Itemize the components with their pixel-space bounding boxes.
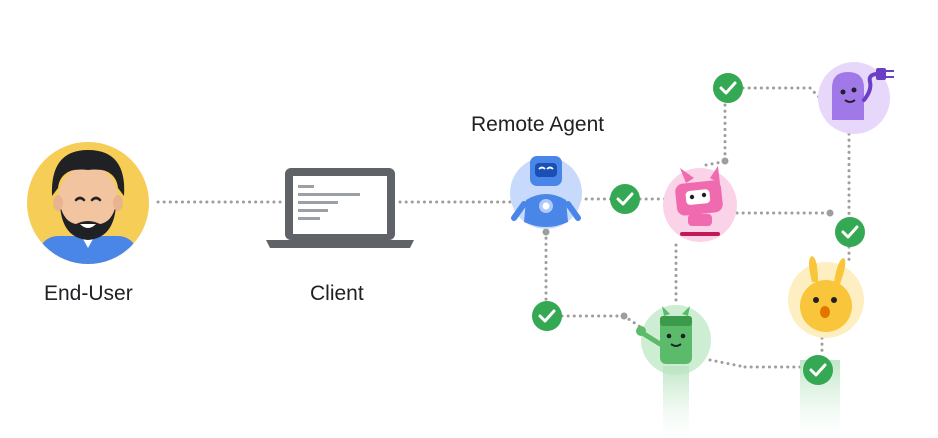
client-label: Client bbox=[310, 282, 364, 305]
green-agent-icon bbox=[636, 305, 711, 438]
connector-joints bbox=[542, 157, 834, 320]
connector-pink-up bbox=[704, 160, 724, 167]
check-icon bbox=[532, 301, 562, 331]
end-user-avatar bbox=[27, 142, 149, 264]
connectors bbox=[156, 86, 851, 369]
laptop-icon bbox=[266, 168, 414, 248]
connector-green-up-a bbox=[622, 314, 647, 332]
purple-plug-agent-icon bbox=[818, 62, 894, 134]
check-icon bbox=[835, 217, 865, 247]
check-icon bbox=[713, 73, 743, 103]
remote-agent-robot-icon bbox=[510, 156, 582, 229]
pink-agent-icon bbox=[663, 166, 737, 242]
end-user-label: End-User bbox=[44, 282, 133, 305]
check-icon bbox=[803, 355, 833, 385]
yellow-bunny-agent-icon bbox=[788, 256, 864, 338]
remote-agent-label: Remote Agent bbox=[471, 113, 605, 136]
check-icon bbox=[610, 184, 640, 214]
connector-green-right bbox=[708, 358, 747, 369]
